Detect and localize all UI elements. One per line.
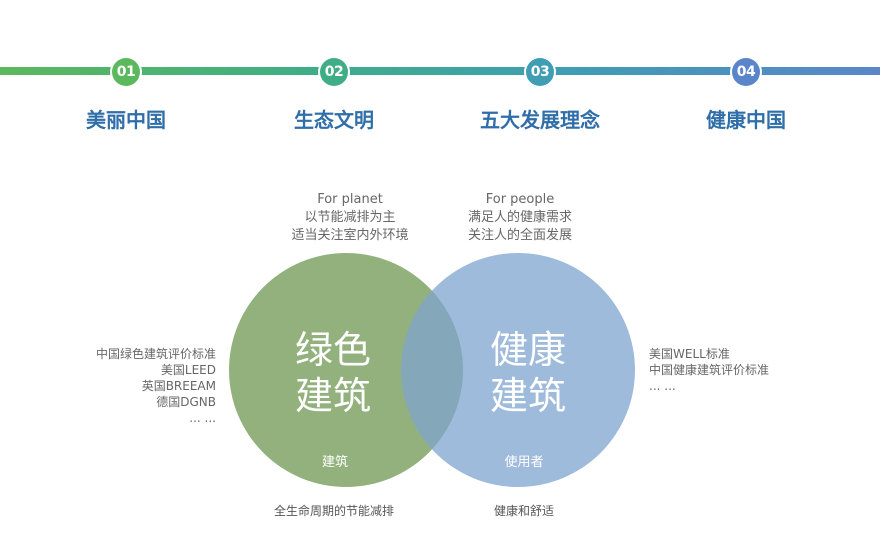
step-number: 02 xyxy=(320,58,348,86)
planet-heading: For planet xyxy=(317,192,383,207)
comfort-label: 健康和舒适 xyxy=(493,504,554,518)
green-title-2: 建筑 xyxy=(295,374,371,418)
list-item: ... ... xyxy=(189,411,216,425)
healthy-building-circle xyxy=(401,253,635,487)
step-badge-02: 02 xyxy=(318,56,350,88)
step-label-01: 美丽中国 xyxy=(86,108,166,132)
blue-sub-label: 使用者 xyxy=(504,454,543,470)
step-badge-03: 03 xyxy=(524,56,556,88)
people-line-2: 满足人的健康需求 xyxy=(467,210,572,225)
step-badge-04: 04 xyxy=(730,56,762,88)
step-label-02: 生态文明 xyxy=(294,108,374,132)
health-standards-list: 美国WELL标准 中国健康建筑评价标准 ... ... xyxy=(649,346,849,394)
list-item: 英国BREEAM xyxy=(141,379,216,393)
timeline-bar xyxy=(0,67,880,75)
green-standards-list: 中国绿色建筑评价标准 美国LEED 英国BREEAM 德国DGNB ... ..… xyxy=(46,346,216,426)
step-badge-01: 01 xyxy=(110,56,142,88)
list-item: 美国LEED xyxy=(160,363,216,377)
step-number: 03 xyxy=(526,58,554,86)
green-title-1: 绿色 xyxy=(295,328,371,372)
people-info: For people 满足人的健康需求 关注人的全面发展 xyxy=(420,191,620,245)
step-label-03: 五大发展理念 xyxy=(480,108,600,132)
blue-title-2: 建筑 xyxy=(490,374,566,418)
people-heading: For people xyxy=(485,192,555,207)
lifecycle-label: 全生命周期的节能减排 xyxy=(273,504,394,518)
step-number: 04 xyxy=(732,58,760,86)
green-sub-label: 建筑 xyxy=(322,454,348,470)
step-label-04: 健康中国 xyxy=(706,108,786,132)
step-number: 01 xyxy=(112,58,140,86)
list-item: 德国DGNB xyxy=(156,395,216,409)
planet-line-3: 适当关注室内外环境 xyxy=(291,228,409,243)
list-item: ... ... xyxy=(649,379,676,393)
planet-info: For planet 以节能减排为主 适当关注室内外环境 xyxy=(250,191,450,245)
blue-title-1: 健康 xyxy=(490,328,566,372)
list-item: 中国绿色建筑评价标准 xyxy=(95,347,216,361)
list-item: 美国WELL标准 xyxy=(649,347,730,361)
list-item: 中国健康建筑评价标准 xyxy=(649,363,770,377)
planet-line-2: 以节能减排为主 xyxy=(304,210,396,225)
green-building-circle xyxy=(229,253,463,487)
people-line-3: 关注人的全面发展 xyxy=(467,228,572,243)
